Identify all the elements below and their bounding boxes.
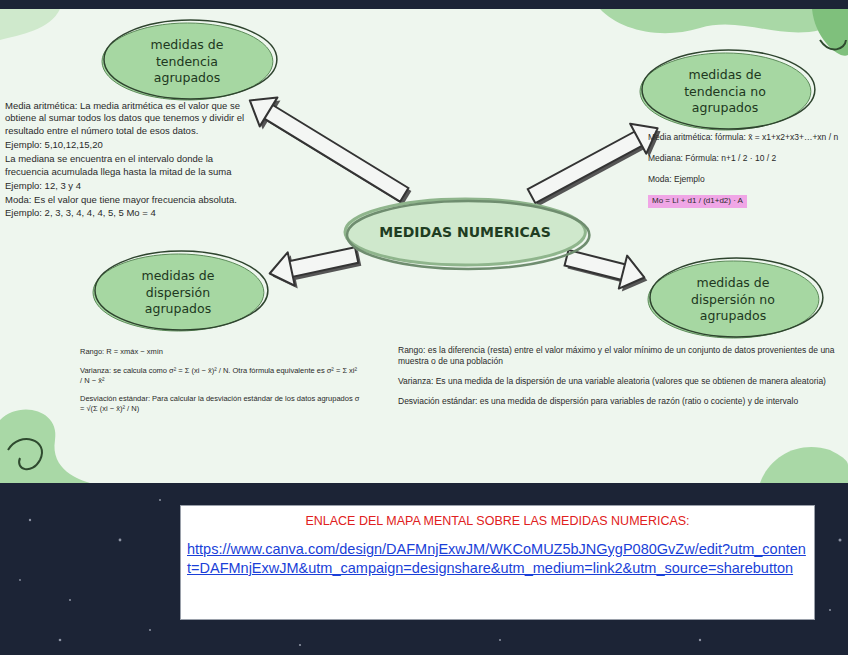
- note-text: Varianza: se calcula como σ² = Σ (xi − x…: [80, 366, 360, 386]
- block-arrow: [565, 250, 648, 292]
- note-text: Mediana: Fórmula: n+1 / 2 · 10 / 2: [648, 153, 844, 164]
- ellipse-stroke: [347, 201, 589, 269]
- topic-ellipse: medidas de dispersión no agrupados: [643, 257, 824, 342]
- note-text: Moda: Es el valor que tiene mayor frecue…: [5, 194, 245, 219]
- note-column: Media aritmética: fórmula: x̄ = x1+x2+x3…: [648, 132, 844, 218]
- topic-ellipse: medidas de tendencia agrupados: [97, 19, 278, 104]
- note-text: Media aritmética: fórmula: x̄ = x1+x2+x3…: [648, 132, 844, 143]
- topic-title: medidas de dispersión agrupados: [118, 268, 238, 319]
- topic-title: medidas de tendencia no agrupados: [665, 67, 785, 118]
- arrow-body: [565, 250, 627, 280]
- mint-panel: [0, 9, 848, 483]
- note-text: Varianza: Es una medida de la dispersión…: [398, 376, 840, 387]
- ellipse-stroke: [102, 23, 273, 100]
- ellipse-stroke: [95, 251, 268, 330]
- ellipse-stroke: [648, 261, 819, 338]
- note-column: Rango: R = xmáx − xmínVarianza: se calcu…: [80, 347, 360, 423]
- topic-title: MEDIDAS NUMERICAS: [379, 223, 551, 242]
- ellipse-stroke: [104, 20, 277, 99]
- central-ellipse: MEDIDAS NUMERICAS: [340, 194, 590, 270]
- block-arrow: [528, 124, 661, 206]
- note-text: Rango: es la diferencia (resta) entre el…: [398, 345, 840, 367]
- block-arrow: [250, 97, 412, 204]
- topic-ellipse: medidas de tendencia no agrupados: [635, 49, 816, 134]
- note-text: Ejemplo: 12, 3 y 4: [5, 180, 245, 192]
- arrow-body: [528, 131, 644, 203]
- note-column: Rango: es la diferencia (resta) entre el…: [398, 345, 840, 416]
- arrow-head: [619, 256, 645, 289]
- arrow-body: [263, 104, 409, 202]
- ellipse-stroke: [93, 254, 264, 331]
- ellipse-stroke: [650, 258, 823, 337]
- arrow-body: [288, 247, 359, 277]
- topic-title: medidas de dispersión no agrupados: [673, 275, 793, 326]
- link-url: https://www.canva.com/design/DAFMnjExwJM…: [187, 540, 808, 578]
- formula-highlight: Mo = Li + d1 / (d1+d2) · A: [648, 195, 747, 207]
- note-text: Desviación estándar: Para calcular la de…: [80, 394, 360, 414]
- night-texture: [19, 499, 841, 646]
- note-column: Media aritmética: La media aritmética es…: [5, 100, 245, 221]
- ellipse-stroke: [642, 50, 815, 129]
- note-text: Ejemplo: 5,10,12,15,20: [5, 139, 245, 151]
- green-blobs: [0, 9, 848, 483]
- link-heading: ENLACE DEL MAPA MENTAL SOBRE LAS MEDIDAS…: [187, 514, 808, 528]
- link-box: ENLACE DEL MAPA MENTAL SOBRE LAS MEDIDAS…: [180, 505, 815, 620]
- note-text: Rango: R = xmáx − xmín: [80, 347, 360, 357]
- ellipse-stroke: [640, 53, 811, 130]
- note-text: Desviación estándar: es una medida de di…: [398, 396, 840, 407]
- topic-ellipse: medidas de dispersión agrupados: [88, 250, 269, 335]
- arrow-head: [270, 252, 295, 285]
- note-text: La mediana se encuentra en el intervalo …: [5, 153, 245, 178]
- topic-title: medidas de tendencia agrupados: [127, 37, 247, 88]
- note-text: Moda: Ejemplo: [648, 174, 844, 185]
- arrow-head: [250, 97, 278, 126]
- block-arrow: [270, 247, 362, 288]
- note-text: Media aritmética: La media aritmética es…: [5, 100, 245, 137]
